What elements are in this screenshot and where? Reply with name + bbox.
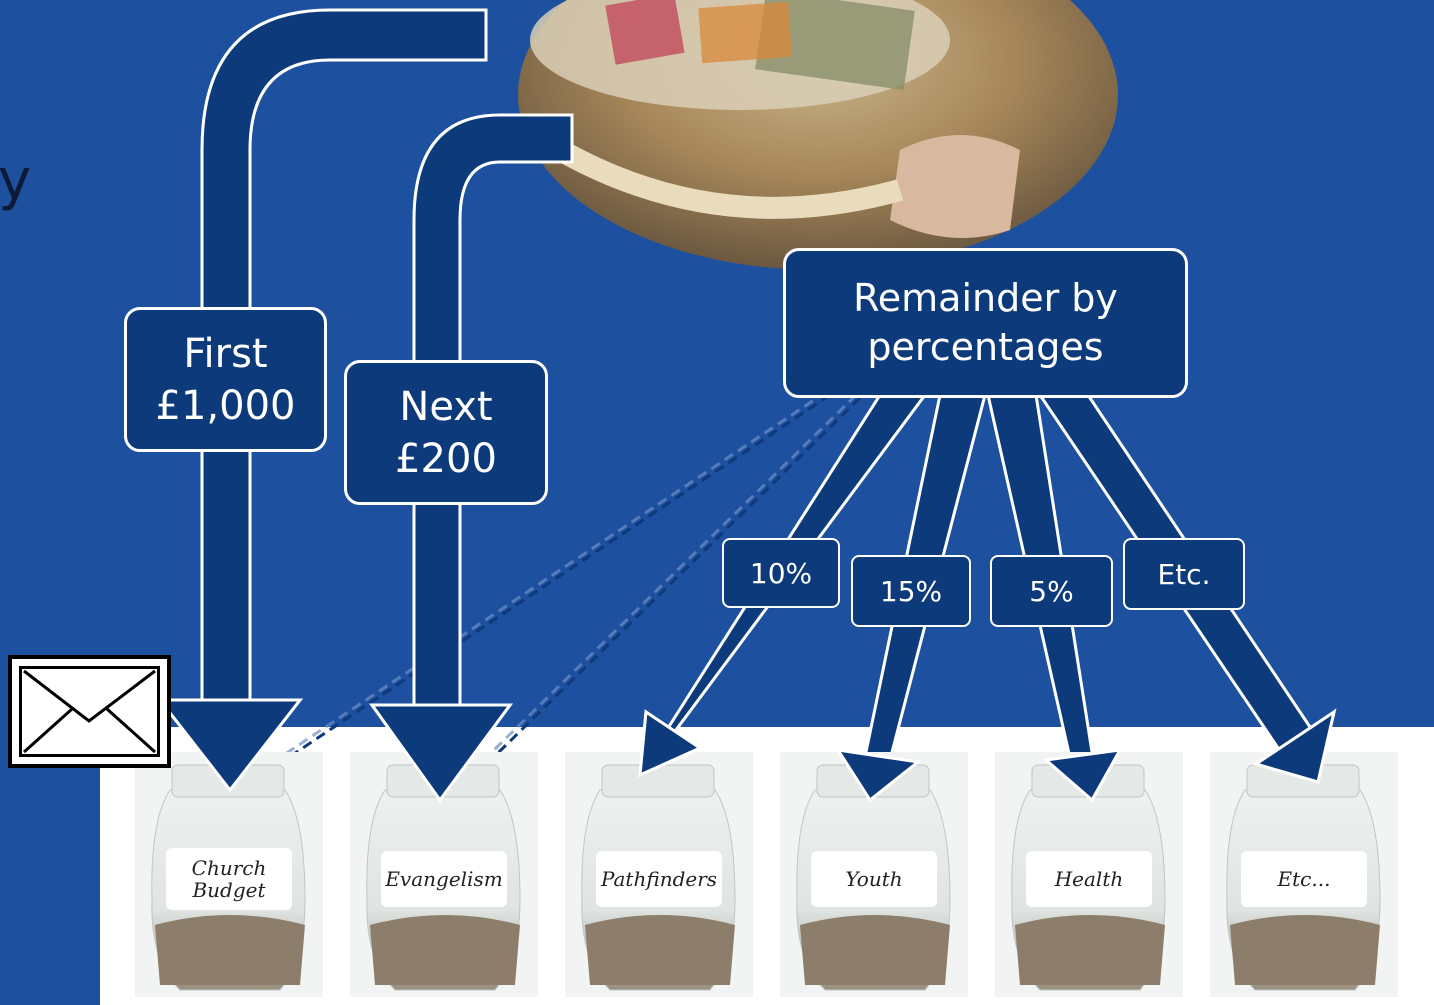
jar-label-youth: Youth — [811, 851, 937, 907]
dashed-guides — [239, 393, 862, 802]
offering-basket-photo — [518, 0, 1118, 270]
jar-label-etc: Etc... — [1241, 851, 1367, 907]
partial-heading-text: y — [0, 148, 32, 213]
percentage-label: 15% — [851, 555, 971, 627]
jar-label-church-budget: Church Budget — [166, 848, 292, 910]
jar-label-evangelism: Evangelism — [381, 851, 507, 907]
first-amount-box: First £1,000 — [124, 307, 327, 452]
jar-label-health: Health — [1026, 851, 1152, 907]
jars — [135, 752, 1398, 997]
percentage-label: 10% — [722, 538, 840, 608]
remainder-box: Remainder by percentages — [783, 248, 1188, 398]
envelope-icon — [8, 655, 171, 768]
percentage-label: 5% — [990, 555, 1113, 627]
next-amount-box: Next £200 — [344, 360, 548, 505]
percentage-label: Etc. — [1123, 538, 1245, 610]
jar-label-pathfinders: Pathfinders — [596, 851, 722, 907]
